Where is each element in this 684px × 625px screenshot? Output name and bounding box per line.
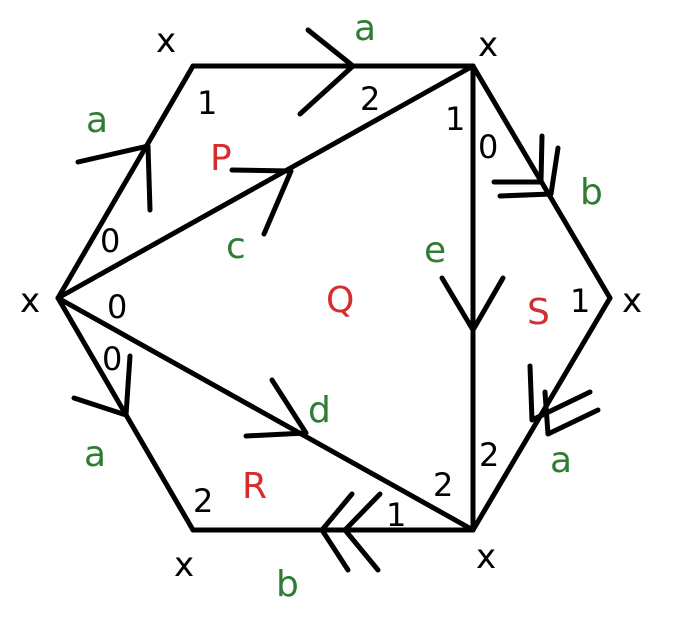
vertex-right: x [622, 281, 642, 321]
arrow-top-icon [297, 27, 356, 117]
edge-label-diagonal-top: c [226, 226, 246, 267]
edge-label-upper-right: b [580, 172, 603, 213]
corner-number: 0 [100, 222, 120, 260]
face-label-q: Q [326, 280, 354, 321]
vertex-bottom-left: x [174, 545, 194, 585]
corner-number: 1 [570, 282, 590, 320]
arrow-upper-left-icon [75, 143, 153, 213]
arrow-diagonal-bottom-icon [243, 377, 309, 439]
edge-label-diagonal-bottom: d [308, 390, 331, 431]
face-label-p: P [210, 138, 232, 179]
vertex-top-left: x [156, 21, 176, 61]
corner-number: 0 [478, 128, 498, 166]
arrow-lower-right-icon-1 [527, 363, 593, 423]
edge-diagonal-bottom [55, 295, 476, 533]
face-label-s: S [527, 292, 550, 333]
arrow-bottom-icon-1 [319, 491, 355, 573]
corner-number: 1 [197, 84, 217, 122]
arrow-upper-right-icon-2 [497, 145, 561, 199]
corner-number: 2 [193, 482, 213, 520]
corner-number: 1 [445, 100, 465, 138]
edge-label-bottom: b [276, 564, 299, 605]
arrow-vertical-icon [439, 275, 506, 333]
arrow-lower-right-icon-2 [542, 389, 601, 437]
edge-diagonal-top [55, 63, 476, 301]
edge-label-top: a [354, 8, 376, 49]
vertex-left: x [20, 281, 40, 321]
corner-number: 1 [386, 496, 406, 534]
arrow-upper-right-icon-1 [491, 133, 545, 185]
vertex-bottom-right: x [476, 537, 496, 577]
corner-number: 0 [107, 288, 127, 326]
edge-label-vertical: e [424, 230, 446, 271]
corner-number: 0 [102, 340, 122, 378]
edge-upper-left [55, 63, 196, 301]
corner-number: 2 [360, 80, 380, 118]
corner-number: 2 [433, 466, 453, 504]
arrow-bottom-icon-2 [342, 491, 383, 573]
vertex-top-right: x [478, 25, 498, 65]
edge-label-lower-right: a [550, 440, 572, 481]
arrow-diagonal-top-icon [229, 167, 294, 237]
face-label-r: R [242, 466, 267, 507]
edge-label-lower-left: a [84, 434, 106, 475]
edge-label-upper-left: a [86, 100, 108, 141]
corner-number: 2 [479, 436, 499, 474]
arrow-lower-left-icon [71, 353, 133, 418]
